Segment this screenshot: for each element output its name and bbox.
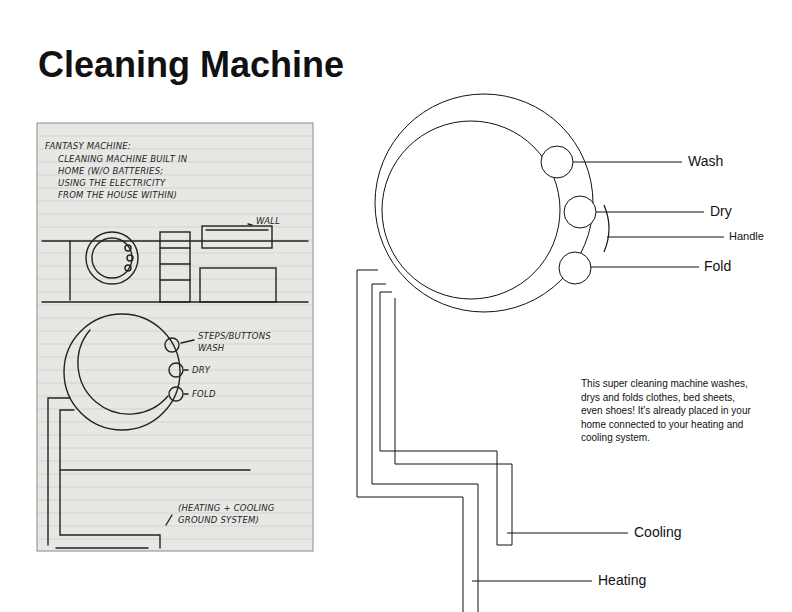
sketch-label: FOLD (192, 389, 216, 399)
description-note: This super cleaning machine washes, drys… (581, 377, 753, 445)
sketch-label: STEPS/BUTTONS (198, 331, 271, 341)
sketch-label: DRY (192, 365, 210, 375)
part-label: Cooling (634, 524, 681, 541)
sketch-note: CLEANING MACHINE BUILT IN HOME (W/O BATT… (58, 153, 192, 201)
sketch-note: FANTASY MACHINE: (45, 141, 131, 151)
machine-drawing (357, 94, 724, 612)
part-label: Fold (704, 258, 731, 275)
page-title: Cleaning Machine (38, 44, 344, 86)
sketch-label: WALL (256, 216, 280, 226)
sketch-note: (HEATING + COOLING GROUND SYSTEM) (178, 502, 296, 526)
sketch-photo (37, 123, 313, 551)
part-label: Wash (688, 153, 723, 170)
part-label: Handle (729, 230, 764, 243)
part-label: Dry (710, 203, 732, 220)
part-label: Heating (598, 572, 646, 589)
sketch-label: WASH (198, 343, 224, 353)
